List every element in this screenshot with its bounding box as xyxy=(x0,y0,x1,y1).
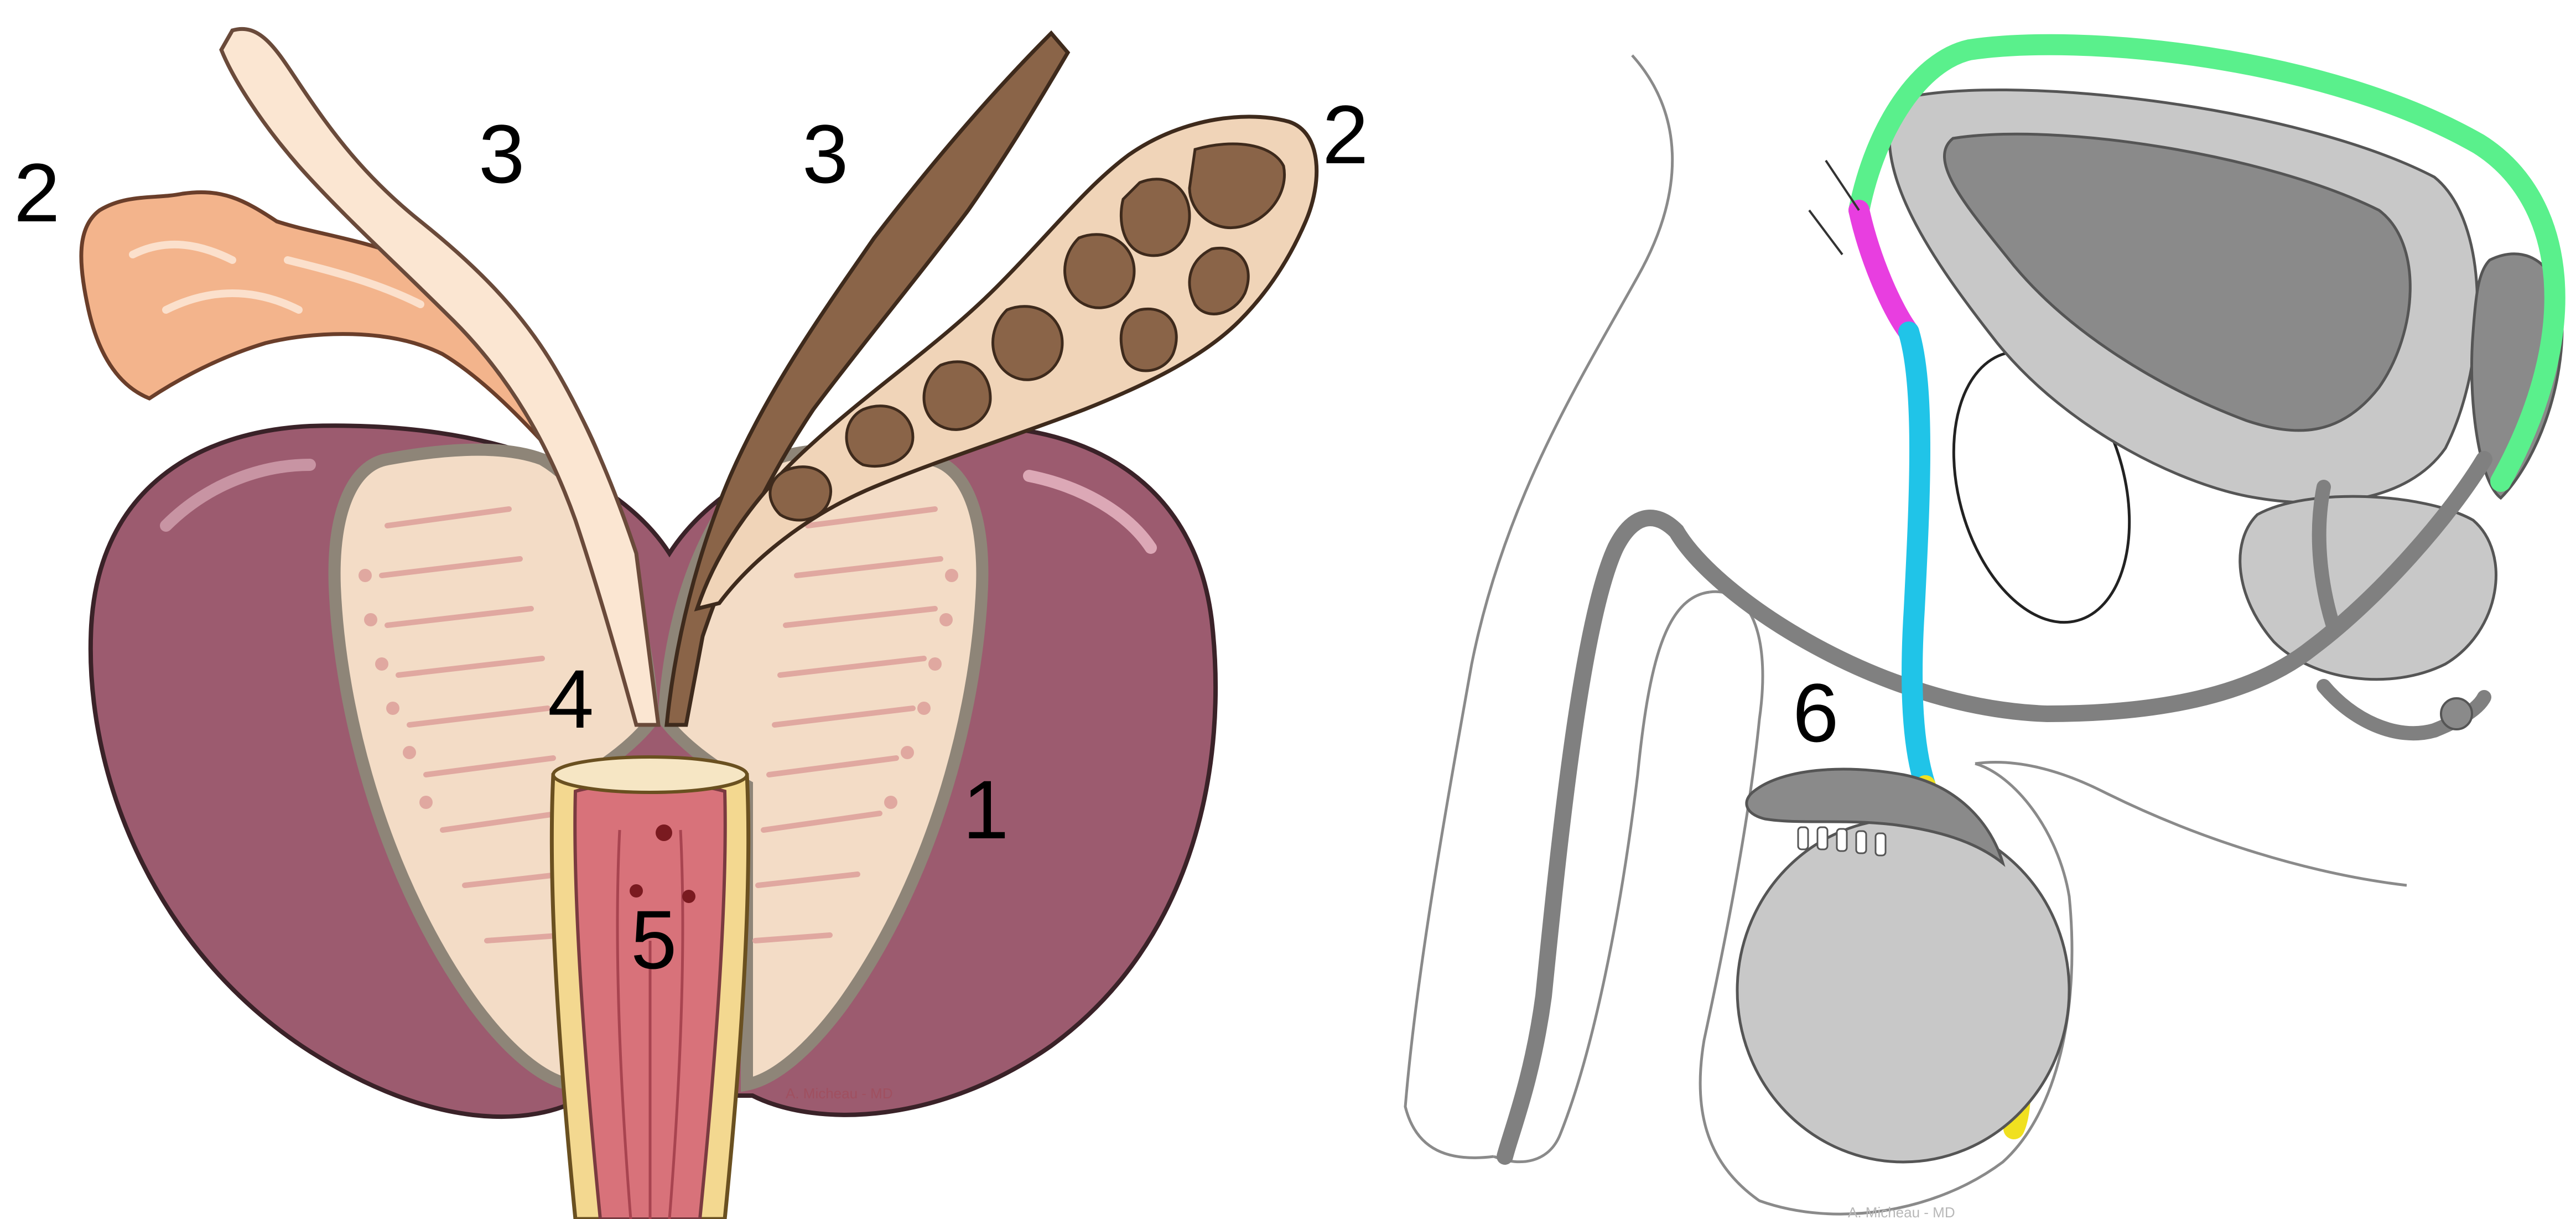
ejaculatory-duct-opening-right xyxy=(682,890,695,903)
label-prostate: 1 xyxy=(963,763,1009,856)
label-seminal-vesicle-left: 2 xyxy=(14,146,60,239)
verumontanum-opening xyxy=(656,824,672,841)
urethra-magenta-segment xyxy=(1859,210,1909,332)
label-vas-deferens-right: 3 xyxy=(802,107,848,200)
label-testis: 6 xyxy=(1793,666,1838,759)
urethra-cyan-segment xyxy=(1909,332,1925,786)
label-urethra: 5 xyxy=(631,893,677,986)
urethra-lumen-top xyxy=(553,757,747,792)
credit-right: A. Micheau - MD xyxy=(1848,1204,1955,1219)
testis xyxy=(1737,819,2069,1162)
perineum-outline xyxy=(1975,762,2407,885)
male-pelvis-sagittal-panel: A. Micheau - MD 6 xyxy=(1405,45,2562,1219)
prostate-illustration-panel: A. Micheau - MD 1 2 2 3 3 4 5 xyxy=(14,29,1368,1219)
label-vas-deferens-left: 3 xyxy=(479,107,524,200)
prostate-sagittal xyxy=(2240,496,2496,679)
bulbourethral-gland xyxy=(2441,698,2472,729)
credit-left: A. Micheau - MD xyxy=(786,1085,893,1102)
label-seminal-vesicle-right: 2 xyxy=(1322,88,1368,181)
label-ejaculatory-duct: 4 xyxy=(548,652,594,745)
